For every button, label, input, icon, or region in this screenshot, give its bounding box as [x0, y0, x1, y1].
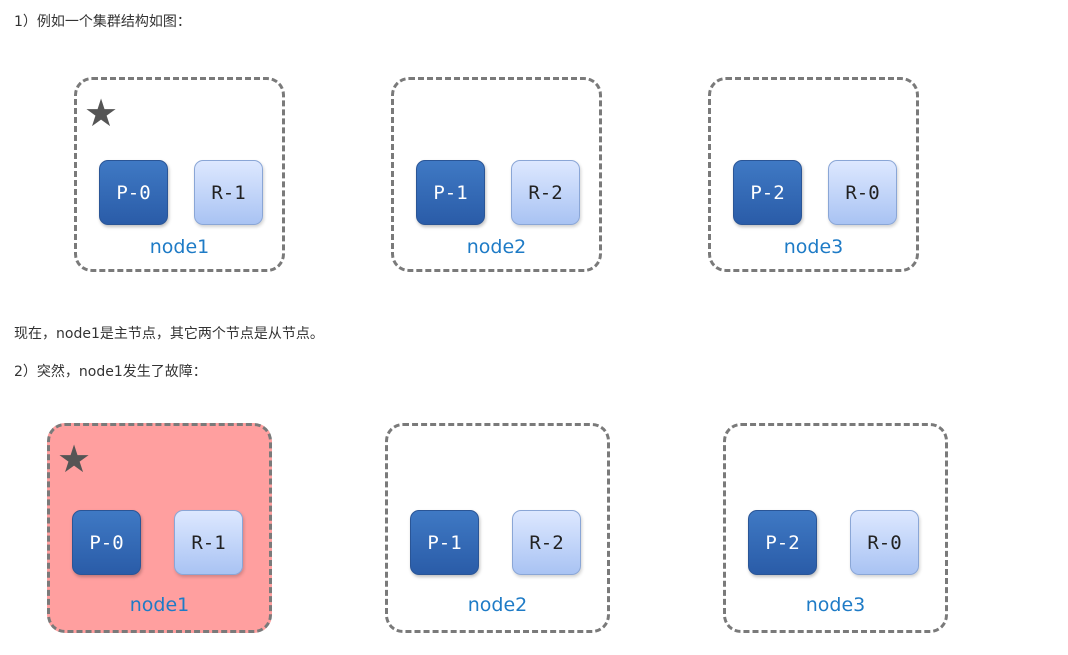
master-description-text: 现在，node1是主节点，其它两个节点是从节点。 — [14, 326, 324, 342]
replica-shard: R-1 — [194, 160, 263, 225]
replica-shard: R-2 — [512, 510, 581, 575]
node-box-node3: P-2 R-0 node3 — [723, 423, 948, 633]
primary-shard: P-2 — [733, 160, 802, 225]
node-label: node1 — [149, 236, 210, 258]
primary-shard: P-0 — [72, 510, 141, 575]
replica-shard: R-0 — [850, 510, 919, 575]
step2-text: 2）突然，node1发生了故障： — [14, 364, 207, 380]
node-label: node3 — [805, 594, 866, 616]
node-box-node1-failed: ★ P-0 R-1 node1 — [47, 423, 272, 633]
primary-shard: P-1 — [416, 160, 485, 225]
node-label: node2 — [467, 594, 528, 616]
node-label: node1 — [129, 594, 190, 616]
replica-shard: R-1 — [174, 510, 243, 575]
node-box-node2: P-1 R-2 node2 — [391, 77, 602, 272]
primary-shard: P-2 — [748, 510, 817, 575]
node-box-node3: P-2 R-0 node3 — [708, 77, 919, 272]
primary-shard: P-0 — [99, 160, 168, 225]
primary-shard: P-1 — [410, 510, 479, 575]
step1-text: 1）例如一个集群结构如图： — [14, 14, 191, 30]
node-box-node2: P-1 R-2 node2 — [385, 423, 610, 633]
replica-shard: R-2 — [511, 160, 580, 225]
master-star-icon: ★ — [84, 91, 119, 135]
replica-shard: R-0 — [828, 160, 897, 225]
node-label: node2 — [466, 236, 527, 258]
node-label: node3 — [783, 236, 844, 258]
node-box-node1: ★ P-0 R-1 node1 — [74, 77, 285, 272]
master-star-icon: ★ — [57, 437, 92, 481]
